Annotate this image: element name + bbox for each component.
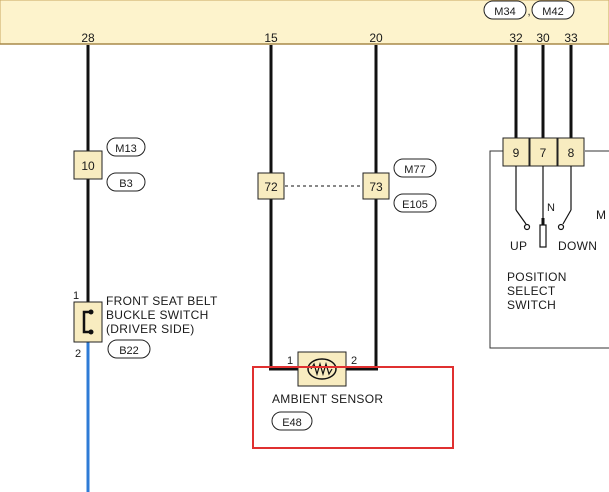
pin-20: 20	[369, 31, 383, 45]
connector-badge-e48: E48	[271, 411, 313, 431]
svg-text:M34: M34	[494, 6, 515, 18]
pin-15: 15	[264, 31, 278, 45]
partial-right-label: M	[596, 208, 606, 222]
svg-text:73: 73	[369, 180, 383, 194]
terminal-9: 9	[502, 137, 530, 167]
splice-terminal-10: 10	[73, 150, 103, 180]
highlight-box	[252, 366, 454, 449]
buckle-switch-symbol	[73, 301, 103, 343]
svg-text:E48: E48	[282, 417, 302, 429]
svg-text:8: 8	[568, 146, 575, 160]
position-switch-symbol	[515, 166, 572, 248]
svg-text:B3: B3	[119, 178, 132, 190]
position-n-label: N	[547, 202, 555, 214]
connector-badge-m77: M77	[393, 158, 437, 178]
position-switch-label-line-2: SELECT	[507, 284, 556, 298]
svg-text:10: 10	[81, 159, 95, 173]
header-connector-m42: M42	[531, 0, 575, 20]
buckle-switch-pin-2: 2	[75, 348, 81, 360]
splice-terminal-73: 73	[362, 172, 390, 200]
ambient-sensor-symbol	[297, 351, 347, 387]
ambient-sensor-label: AMBIENT SENSOR	[272, 392, 383, 406]
switch-enclosure	[489, 150, 609, 349]
ambient-sensor-pin-2: 2	[351, 355, 357, 367]
position-switch-label-line-1: POSITION	[507, 270, 567, 284]
svg-text:7: 7	[540, 146, 547, 160]
buckle-switch-pin-1: 1	[73, 290, 79, 302]
terminal-7: 7	[529, 137, 558, 167]
svg-text:M42: M42	[542, 6, 563, 18]
position-switch-label-line-3: SWITCH	[507, 298, 556, 312]
pin-30: 30	[536, 31, 550, 45]
buckle-switch-label-line-2: BUCKLE SWITCH	[106, 308, 209, 322]
pin-32: 32	[509, 31, 523, 45]
svg-text:B22: B22	[119, 345, 139, 357]
connector-badge-b3: B3	[106, 172, 146, 192]
header-connector-m34: M34	[483, 0, 527, 20]
right-branch: 9 7 8 N UP DOWN M POSITION SELECT SWITC	[489, 45, 609, 349]
position-down-label: DOWN	[558, 239, 597, 253]
left-branch: 10 M13 B3 1 2 FRONT SEAT BELT BUCKLE SWI…	[73, 45, 218, 492]
splice-terminal-72: 72	[257, 172, 285, 200]
svg-text:72: 72	[264, 180, 278, 194]
position-up-label: UP	[510, 239, 527, 253]
buckle-switch-label-line-1: FRONT SEAT BELT	[106, 294, 218, 308]
connector-badge-m13: M13	[106, 137, 146, 157]
pin-33: 33	[564, 31, 578, 45]
header-separator: ,	[527, 6, 530, 18]
svg-text:E105: E105	[402, 199, 428, 211]
terminal-8: 8	[557, 137, 585, 167]
connector-badge-e105: E105	[393, 193, 437, 213]
middle-branch: 72 73 M77 E105 1 2 AMBIENT SENSOR E48	[252, 45, 454, 449]
buckle-switch-label-line-3: (DRIVER SIDE)	[106, 322, 195, 336]
svg-text:M13: M13	[115, 143, 136, 155]
connector-badge-b22: B22	[107, 339, 151, 359]
svg-text:9: 9	[513, 146, 520, 160]
ambient-sensor-pin-1: 1	[287, 355, 293, 367]
svg-text:M77: M77	[404, 164, 425, 176]
pin-28: 28	[81, 31, 95, 45]
